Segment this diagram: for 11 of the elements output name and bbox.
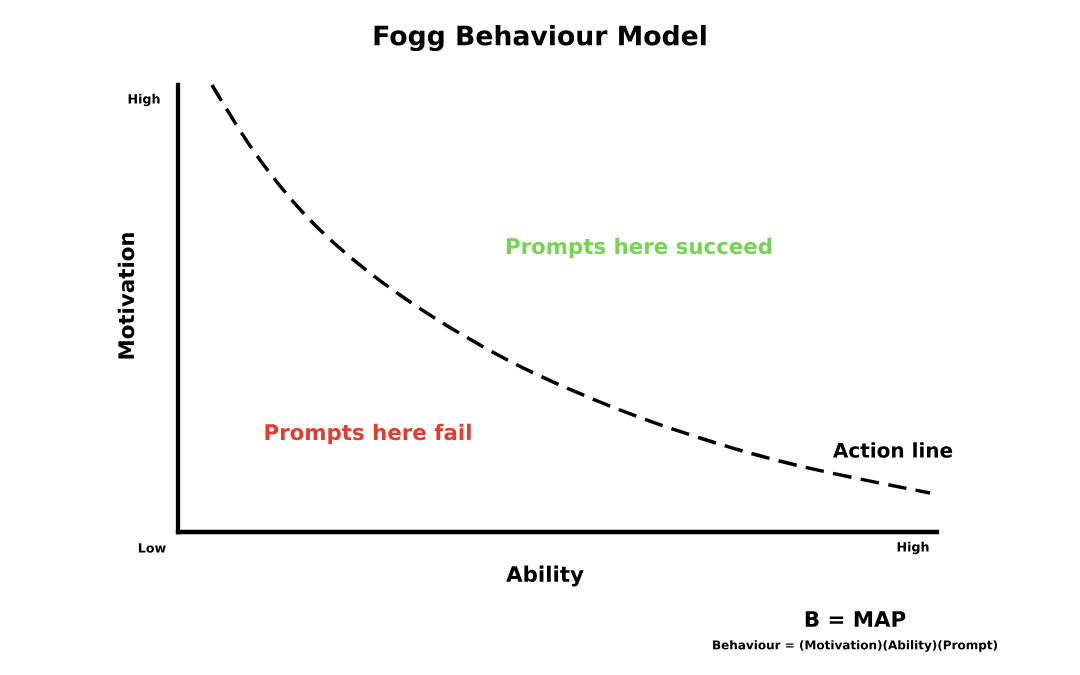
curve-label: Action line [833, 442, 953, 458]
region-label: Prompts here succeed [506, 237, 772, 259]
formula-text: Behaviour = (Motivation)(Ability)(Prompt) [713, 640, 997, 652]
axis-tick-label: High [897, 541, 929, 555]
title: Fogg Behaviour Model [374, 25, 706, 51]
axis-label: Ability [506, 565, 584, 587]
axis-tick-label: Low [138, 543, 166, 553]
axis-tick-label: High [128, 93, 160, 107]
region-label: Prompts here fail [265, 423, 471, 445]
formula-text: B = MAP [805, 611, 906, 627]
axis-label: Motivation [117, 233, 135, 359]
